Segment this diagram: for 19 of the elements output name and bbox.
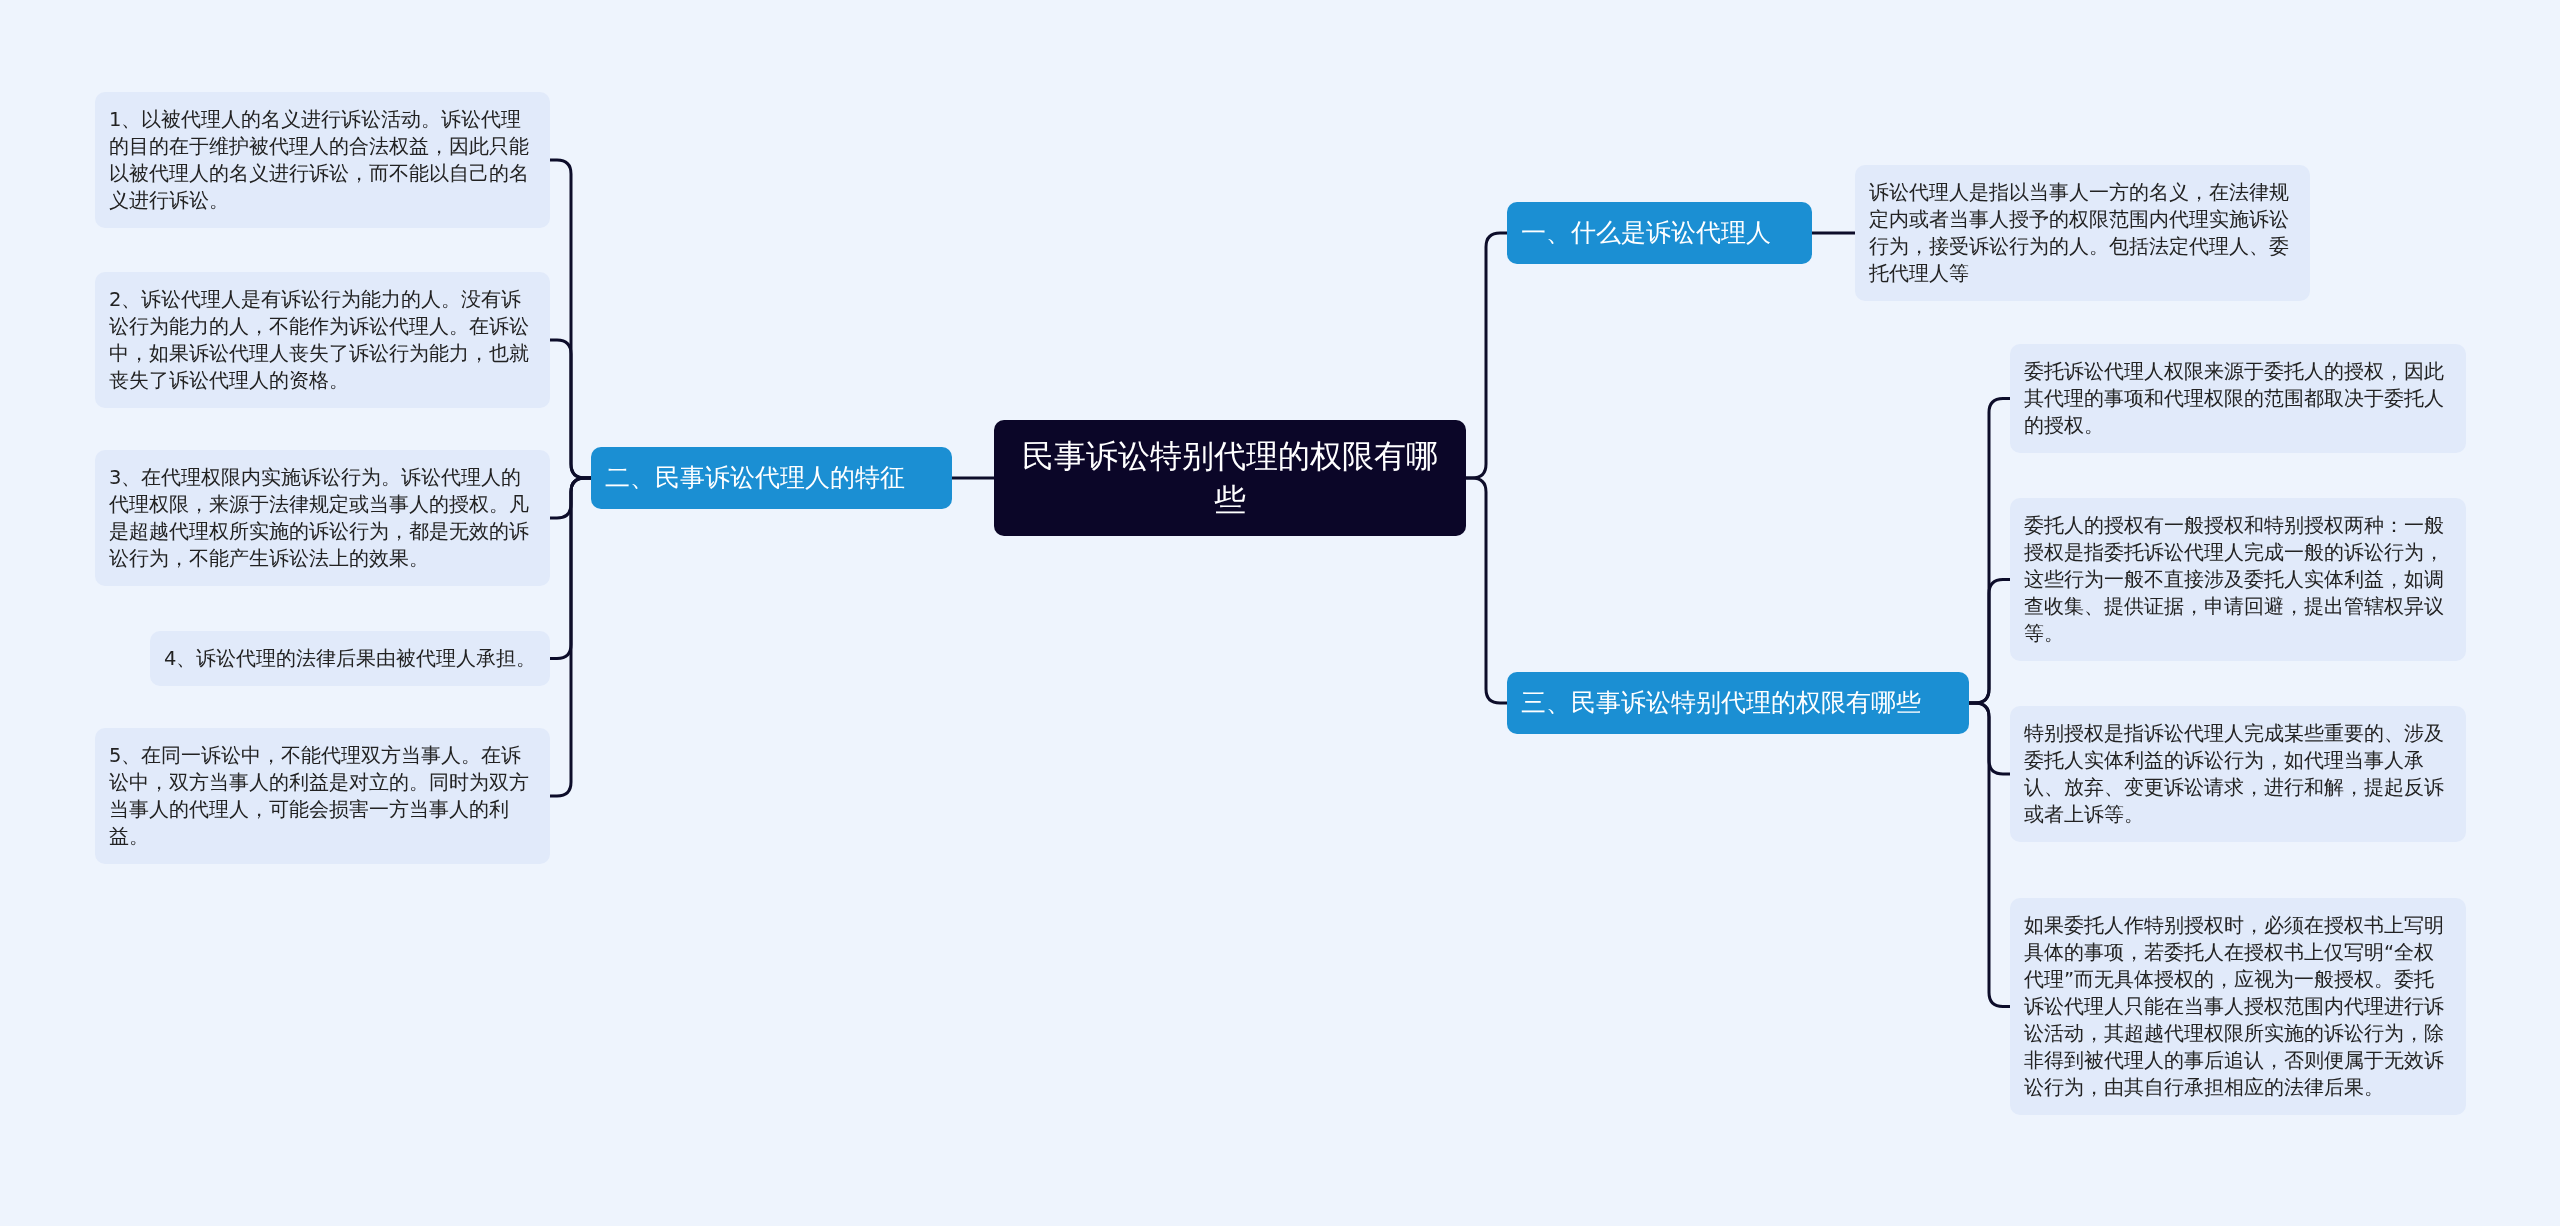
central-topic-box: 民事诉讼特别代理的权限有哪些	[994, 420, 1466, 536]
detail-text-box: 如果委托人作特别授权时，必须在授权书上写明具体的事项，若委托人在授权书上仅写明“全权代理”而无具体授权的，应视为一般授权。委托诉讼代理人只能在当事人授权范围内代理进行诉讼活动，其超越代理权限所实施的诉讼行为，除非得到被代理人的事后追认，否则便属于无效诉讼行为，由其自行承担相应的法律后果。	[2010, 898, 2466, 1115]
detail-text-box: 1、以被代理人的名义进行诉讼活动。诉讼代理的目的在于维护被代理人的合法权益，因此只能以被代理人的名义进行诉讼，而不能以自己的名义进行诉讼。	[95, 92, 550, 228]
detail-text-box: 委托人的授权有一般授权和特别授权两种：一般授权是指委托诉讼代理人完成一般的诉讼行为，这些行为一般不直接涉及委托人实体利益，如调查收集、提供证据，申请回避，提出管辖权异议等。	[2010, 498, 2466, 661]
detail-text-box: 4、诉讼代理的法律后果由被代理人承担。	[150, 631, 551, 686]
connector-line	[1969, 701, 2010, 1008]
detail-text-box: 5、在同一诉讼中，不能代理双方当事人。在诉讼中，双方当事人的利益是对立的。同时为双方当事人的代理人，可能会损害一方当事人的利益。	[95, 728, 550, 864]
connector-line	[550, 476, 591, 798]
branch-topic-box: 二、民事诉讼代理人的特征	[591, 447, 952, 509]
connector-line	[1812, 231, 1855, 235]
detail-text-box: 2、诉讼代理人是有诉讼行为能力的人。没有诉讼行为能力的人，不能作为诉讼代理人。在诉讼中，如果诉讼代理人丧失了诉讼行为能力，也就丧失了诉讼代理人的资格。	[95, 272, 550, 408]
detail-text-box: 特别授权是指诉讼代理人完成某些重要的、涉及委托人实体利益的诉讼行为，如代理当事人承认、放弃、变更诉讼请求，进行和解，提起反诉或者上诉等。	[2010, 706, 2466, 842]
branch-topic-box: 一、什么是诉讼代理人	[1507, 202, 1812, 264]
connector-line	[1466, 476, 1507, 705]
detail-text-box: 诉讼代理人是指以当事人一方的名义，在法律规定内或者当事人授予的权限范围内代理实施诉讼行为，接受诉讼行为的人。包括法定代理人、委托代理人等	[1855, 165, 2310, 301]
detail-text-box: 委托诉讼代理人权限来源于委托人的授权，因此其代理的事项和代理权限的范围都取决于委托人的授权。	[2010, 344, 2466, 453]
branch-topic-box: 三、民事诉讼特别代理的权限有哪些	[1507, 672, 1969, 734]
connector-line	[952, 476, 994, 480]
detail-text-box: 3、在代理权限内实施诉讼行为。诉讼代理人的代理权限，来源于法律规定或当事人的授权。凡是超越代理权所实施的诉讼行为，都是无效的诉讼行为，不能产生诉讼法上的效果。	[95, 450, 550, 586]
